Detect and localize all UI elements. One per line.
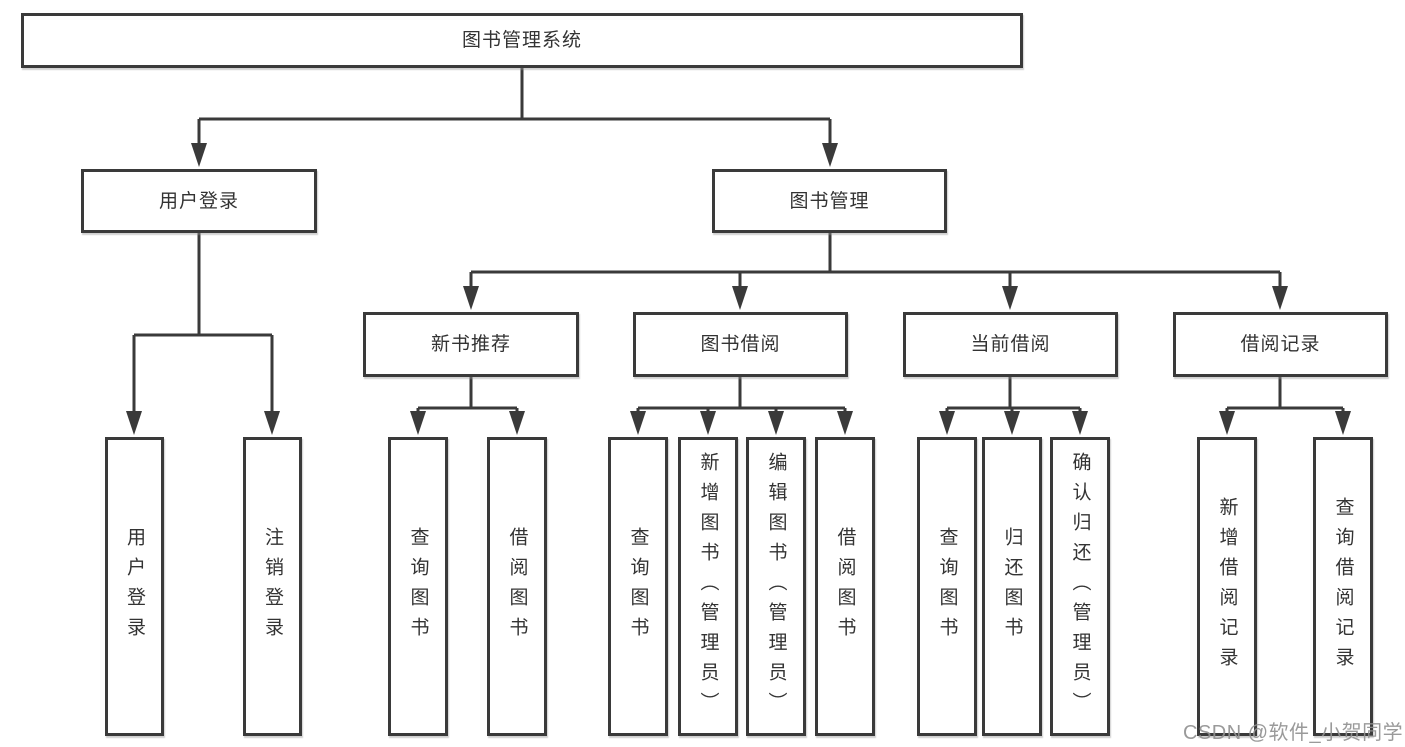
node-new-book-recommendation-label: 新书推荐: [430, 334, 511, 355]
node-new-book-recommendation: 新书推荐: [363, 312, 579, 377]
watermark-text: CSDN @软件_小贺同学: [1183, 722, 1404, 744]
leaf-add-book-admin-label: 新增图书（管理员）: [697, 451, 719, 722]
node-book-borrowing: 图书借阅: [633, 312, 848, 377]
connector-borrow-records-to-leaves: [1225, 377, 1345, 419]
connector-root-to-level2: [197, 68, 832, 150]
node-book-management-label: 图书管理: [789, 190, 870, 212]
leaf-confirm-return-admin: 确认归还（管理员）: [1050, 437, 1110, 736]
leaf-query-books-current-label: 查询图书: [936, 526, 958, 647]
connector-book-management-to-level3: [469, 233, 1282, 295]
leaf-borrow-books-recommend-label: 借阅图书: [506, 526, 528, 647]
leaf-query-borrowing-record-label: 查询借阅记录: [1332, 496, 1354, 677]
leaf-borrow-books-borrowing: 借阅图书: [815, 437, 875, 736]
connector-user-login-to-leaves: [132, 233, 274, 420]
leaf-edit-book-admin-label: 编辑图书（管理员）: [765, 451, 787, 722]
leaf-edit-book-admin: 编辑图书（管理员）: [746, 437, 806, 736]
node-user-login-label: 用户登录: [158, 190, 239, 212]
leaf-query-books-borrowing: 查询图书: [608, 437, 668, 736]
leaf-query-books-recommend: 查询图书: [388, 437, 448, 736]
leaf-query-books-borrowing-label: 查询图书: [627, 526, 649, 647]
leaf-query-books-current: 查询图书: [917, 437, 977, 736]
node-library-management-system-label: 图书管理系统: [461, 30, 582, 51]
leaf-borrow-books-recommend: 借阅图书: [487, 437, 547, 736]
leaf-user-login: 用户登录: [105, 437, 164, 736]
leaf-borrow-books-borrowing-label: 借阅图书: [834, 526, 856, 647]
leaf-add-borrowing-record-label: 新增借阅记录: [1216, 496, 1238, 677]
node-borrowing-records-label: 借阅记录: [1240, 334, 1321, 355]
connector-new-book-rec-to-leaves: [416, 377, 519, 419]
leaf-return-books: 归还图书: [982, 437, 1042, 736]
leaf-confirm-return-admin-label: 确认归还（管理员）: [1069, 451, 1091, 722]
leaf-query-borrowing-record: 查询借阅记录: [1313, 437, 1373, 736]
node-library-management-system: 图书管理系统: [21, 13, 1023, 68]
leaf-logout: 注销登录: [243, 437, 302, 736]
node-current-borrowing-label: 当前借阅: [970, 334, 1051, 355]
node-book-borrowing-label: 图书借阅: [700, 334, 781, 355]
leaf-add-book-admin: 新增图书（管理员）: [678, 437, 738, 736]
node-book-management: 图书管理: [712, 169, 947, 233]
connector-book-borrowing-to-leaves: [636, 377, 847, 419]
leaf-logout-label: 注销登录: [262, 526, 283, 647]
node-current-borrowing: 当前借阅: [903, 312, 1118, 377]
node-borrowing-records: 借阅记录: [1173, 312, 1388, 377]
leaf-add-borrowing-record: 新增借阅记录: [1197, 437, 1257, 736]
node-user-login: 用户登录: [81, 169, 317, 233]
leaf-query-books-recommend-label: 查询图书: [407, 526, 429, 647]
leaf-user-login-label: 用户登录: [124, 526, 145, 647]
leaf-return-books-label: 归还图书: [1001, 526, 1023, 647]
